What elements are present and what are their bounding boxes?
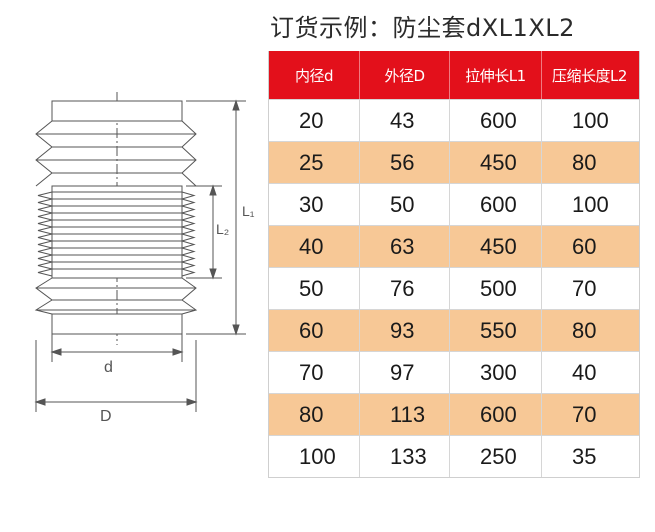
table-cell: 20: [299, 107, 324, 133]
table-cell: 43: [359, 100, 449, 141]
table-cell: 50: [359, 184, 449, 225]
table-cell: 500: [449, 268, 541, 309]
table-cell: 600: [449, 184, 541, 225]
table-cell: 93: [359, 310, 449, 351]
table-cell: 25: [299, 149, 324, 175]
label-D: D: [100, 408, 112, 425]
table-cell: 60: [541, 226, 637, 267]
table-cell: 300: [449, 352, 541, 393]
page-title: 订货示例：防尘套dXL1XL2: [270, 14, 575, 42]
table-cell: 550: [449, 310, 541, 351]
table-cell: 35: [541, 436, 637, 477]
table-cell: 100: [299, 443, 336, 469]
table-cell: 70: [541, 394, 637, 435]
table-cell: 80: [299, 401, 324, 427]
table-cell: 133: [359, 436, 449, 477]
table-cell: 76: [359, 268, 449, 309]
table-cell: 50: [299, 275, 324, 301]
label-d: d: [104, 359, 113, 376]
table-cell: 70: [299, 359, 324, 385]
table-cell: 600: [449, 100, 541, 141]
label-L1: L₁: [242, 203, 255, 219]
table-cell: 80: [541, 310, 637, 351]
table-header-row: 内径d 外径D 拉伸长L1 压缩长度L2: [269, 51, 639, 99]
table-cell: 30: [299, 191, 324, 217]
table-cell: 70: [541, 268, 637, 309]
table-cell: 450: [449, 142, 541, 183]
header-outer-diameter: 外径D: [359, 51, 449, 99]
header-compressed-length: 压缩长度L2: [541, 51, 637, 99]
table-cell: 97: [359, 352, 449, 393]
bellows-dimension-drawing: d D L₁ L₂: [34, 92, 255, 425]
table-cell: 250: [449, 436, 541, 477]
table-cell: 100: [541, 184, 637, 225]
table-cell: 450: [449, 226, 541, 267]
label-L2: L₂: [216, 221, 229, 237]
table-cell: 60: [299, 317, 324, 343]
table-cell: 113: [359, 394, 449, 435]
table-cell: 100: [541, 100, 637, 141]
header-inner-diameter: 内径d: [294, 66, 334, 85]
table-cell: 80: [541, 142, 637, 183]
table-cell: 56: [359, 142, 449, 183]
table-cell: 63: [359, 226, 449, 267]
table-cell: 40: [541, 352, 637, 393]
table-cell: 40: [299, 233, 324, 259]
header-extended-length: 拉伸长L1: [449, 51, 541, 99]
table-cell: 600: [449, 394, 541, 435]
